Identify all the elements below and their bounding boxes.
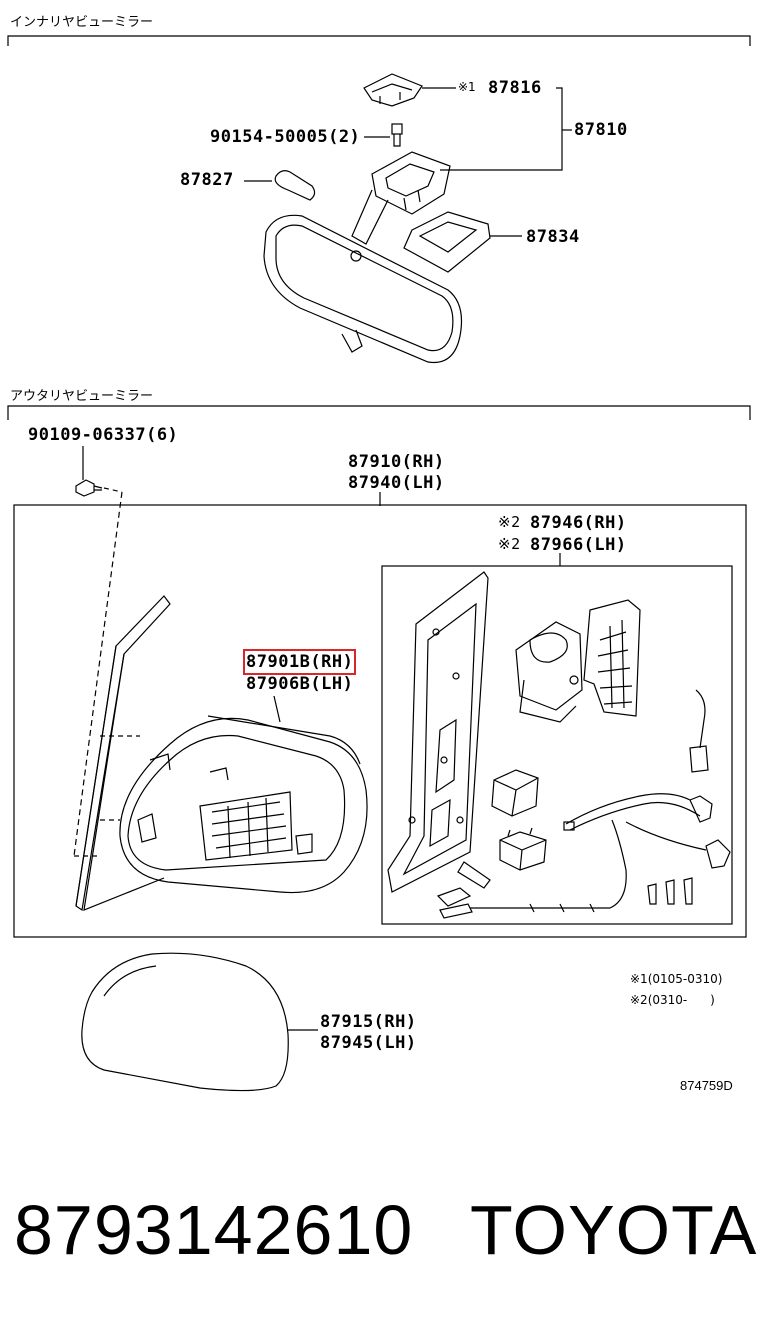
label-87816[interactable]: 87816 — [488, 78, 542, 98]
label-87946-mark: ※2 — [498, 513, 521, 531]
heater-cable-shape — [689, 689, 709, 773]
footer-brand: TOYOTA — [470, 1191, 758, 1269]
base-plate-shape — [387, 571, 491, 893]
outer-section-title: アウタリヤビューミラー — [10, 389, 154, 404]
label-87966[interactable]: 87966(LH) — [530, 535, 627, 555]
wire-harness-shape — [436, 793, 731, 919]
screw-90109-shape — [75, 479, 103, 497]
note-mark-2: ※2(0310- ) — [630, 993, 715, 1007]
sub-assembly-frame — [381, 565, 733, 925]
clip-87816-shape — [363, 73, 423, 107]
label-87901b-highlighted[interactable]: 87901B(RH) — [242, 649, 357, 675]
figure-code: 874759D — [680, 1078, 733, 1093]
screw-90154-shape — [391, 123, 403, 147]
label-87946[interactable]: 87946(RH) — [530, 513, 627, 533]
inner-mirror-shape — [263, 214, 463, 364]
footer-part-number: 8793142610 — [14, 1191, 414, 1269]
label-87910[interactable]: 87910(RH) — [348, 452, 445, 472]
label-87915[interactable]: 87915(RH) — [320, 1012, 417, 1032]
label-87945[interactable]: 87945(LH) — [320, 1033, 417, 1053]
mount-87810-shape — [351, 151, 451, 245]
connector-block-shape — [499, 827, 547, 871]
outer-assembly-frame — [13, 504, 747, 938]
mirror-glass-shape — [75, 595, 171, 912]
label-87940[interactable]: 87940(LH) — [348, 473, 445, 493]
note-mark-1: ※1(0105-0310) — [630, 972, 723, 986]
switch-block-shape — [491, 769, 539, 817]
inner-section-bracket — [7, 35, 751, 46]
label-87810[interactable]: 87810 — [574, 120, 628, 140]
label-87906b[interactable]: 87906B(LH) — [246, 674, 354, 694]
label-90154-50005[interactable]: 90154-50005(2) — [210, 127, 361, 147]
label-87816-mark: ※1 — [458, 80, 476, 94]
grommet-87827-shape — [274, 170, 316, 201]
inner-section-title: インナリヤビューミラー — [10, 15, 154, 30]
bracket-shape — [583, 599, 641, 717]
mirror-housing-shape — [119, 715, 368, 894]
motor-shape — [515, 621, 583, 723]
label-87834[interactable]: 87834 — [526, 227, 580, 247]
mirror-cover-87915-shape — [81, 952, 289, 1092]
label-87827[interactable]: 87827 — [180, 170, 234, 190]
label-87966-mark: ※2 — [498, 535, 521, 553]
label-90109-06337[interactable]: 90109-06337(6) — [28, 425, 179, 445]
small-screws-shape — [647, 877, 693, 905]
cover-87834-shape — [403, 211, 491, 273]
outer-section-bracket — [7, 405, 751, 420]
